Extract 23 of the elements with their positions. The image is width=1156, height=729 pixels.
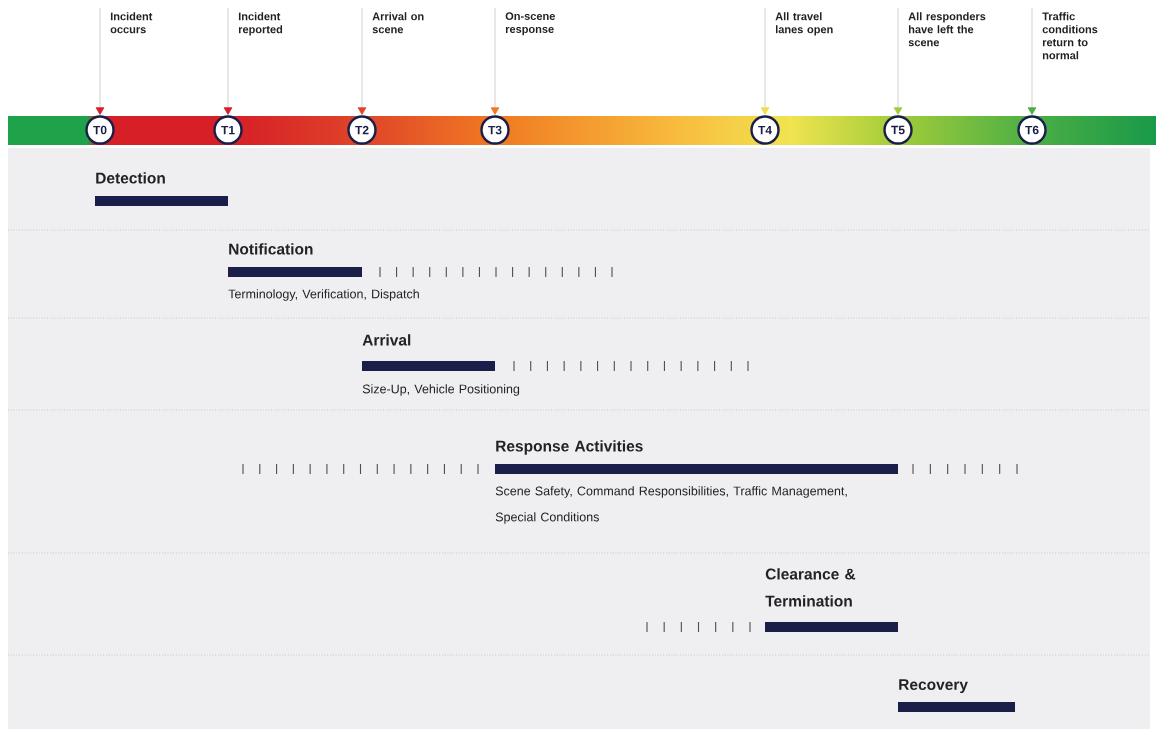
leader-line bbox=[893, 7, 903, 115]
event-label: Arrival on scene bbox=[372, 12, 424, 34]
event-label: Traffic conditions return to normal bbox=[1042, 12, 1098, 60]
phase-title: Clearance & Termination bbox=[765, 568, 856, 607]
phase-description: Size-Up, Vehicle Positioning bbox=[362, 384, 520, 396]
event-label: Incident reported bbox=[238, 12, 283, 36]
leader-line bbox=[1027, 7, 1037, 115]
phase-title: Recovery bbox=[899, 679, 968, 694]
leader-line bbox=[223, 7, 233, 115]
event-label: On-scene response bbox=[505, 12, 555, 36]
event-label: All responders have left the scene bbox=[908, 12, 986, 47]
phase-title: Response Activities bbox=[496, 440, 643, 455]
phase-title: Notification bbox=[229, 243, 313, 255]
phase-description: Scene Safety, Command Responsibilities, Traffic Management, Special Conditions bbox=[495, 486, 847, 524]
event-label: Incident occurs bbox=[110, 12, 153, 34]
phase-description: Terminology, Verification, Dispatch bbox=[228, 289, 419, 301]
leader-line bbox=[760, 7, 770, 115]
leader-line bbox=[490, 7, 500, 115]
phase-title: Detection bbox=[96, 172, 165, 184]
phase-title: Arrival bbox=[362, 334, 411, 346]
event-label: All travel lanes open bbox=[775, 12, 833, 36]
leader-line bbox=[357, 7, 367, 115]
leader-line bbox=[95, 7, 105, 115]
